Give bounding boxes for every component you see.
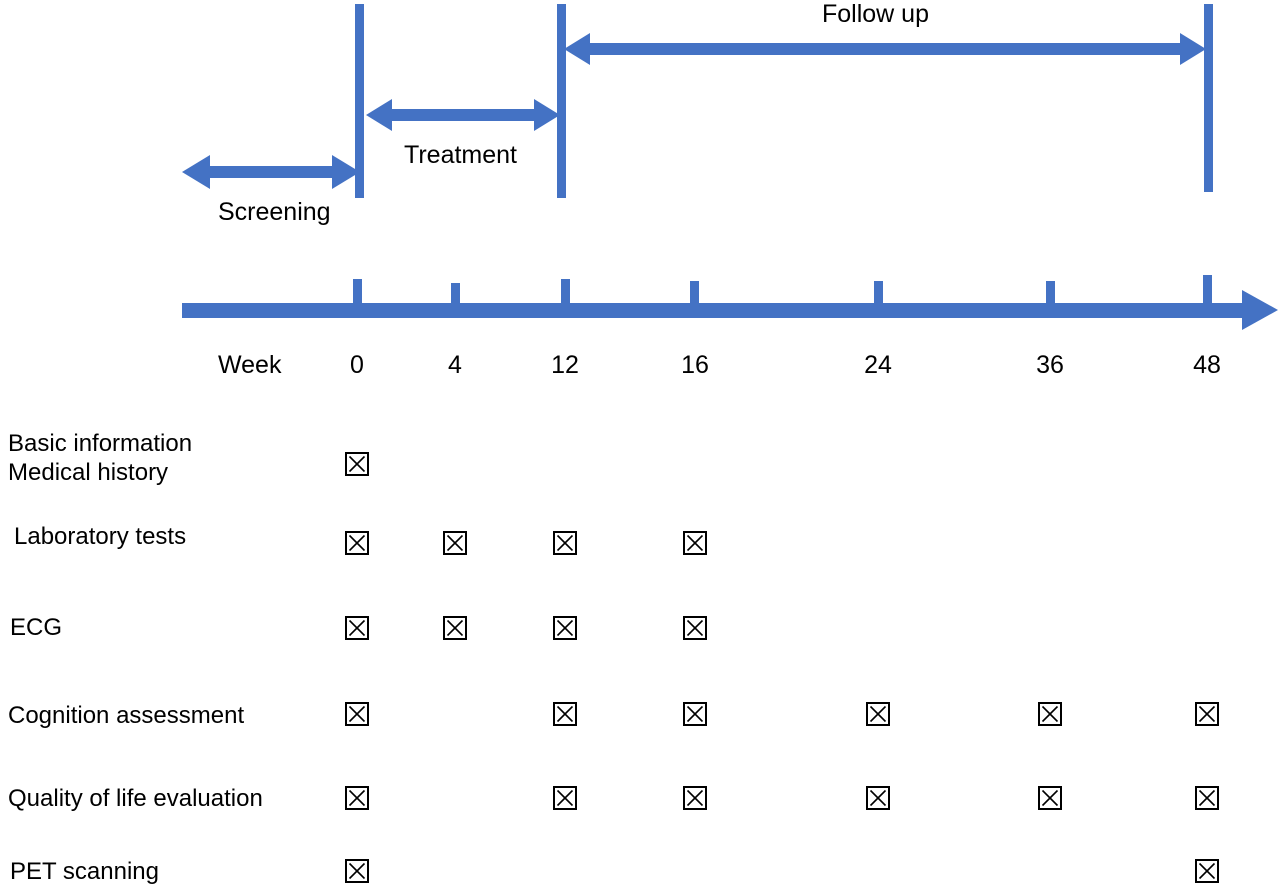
x-mark-icon — [686, 705, 704, 723]
x-mark-icon — [869, 789, 887, 807]
x-mark-icon — [556, 534, 574, 552]
checkbox-laboratory-tests-week-4[interactable] — [443, 531, 467, 555]
checkbox-cognition-assessment-week-16[interactable] — [683, 702, 707, 726]
checkbox-pet-scanning-week-0[interactable] — [345, 859, 369, 883]
checkbox-ecg-week-12[interactable] — [553, 616, 577, 640]
x-mark-icon — [1041, 789, 1059, 807]
row-label-cognition-assessment: Cognition assessment — [8, 702, 245, 729]
x-mark-icon — [556, 789, 574, 807]
x-mark-icon — [686, 534, 704, 552]
week-tick-label-4: 4 — [448, 351, 462, 379]
phase-label-treatment: Treatment — [404, 141, 518, 169]
x-mark-icon — [1198, 705, 1216, 723]
phase-label-screening: Screening — [218, 198, 331, 226]
checkbox-quality-of-life-evaluation-week-16[interactable] — [683, 786, 707, 810]
x-mark-icon — [869, 705, 887, 723]
tick-week-0 — [353, 279, 362, 305]
checkbox-quality-of-life-evaluation-week-24[interactable] — [866, 786, 890, 810]
x-mark-icon — [686, 789, 704, 807]
tick-week-16 — [690, 281, 699, 305]
week-12-milestone-bar — [557, 4, 566, 198]
tick-week-24 — [874, 281, 883, 305]
tick-week-36 — [1046, 281, 1055, 305]
row-label-laboratory-tests: Laboratory tests — [14, 523, 187, 550]
timeline-axis-label: Week — [218, 351, 282, 379]
tick-week-48 — [1203, 275, 1212, 305]
week-tick-label-16: 16 — [681, 351, 709, 379]
x-mark-icon — [348, 789, 366, 807]
x-mark-icon — [348, 862, 366, 880]
checkbox-ecg-week-0[interactable] — [345, 616, 369, 640]
x-mark-icon — [348, 705, 366, 723]
row-label-basic-information-medical-history: Basic information Medical history — [8, 430, 193, 486]
checkbox-cognition-assessment-week-0[interactable] — [345, 702, 369, 726]
checkbox-quality-of-life-evaluation-week-12[interactable] — [553, 786, 577, 810]
treatment-arrow — [366, 99, 560, 131]
timeline-axis — [182, 275, 1278, 330]
x-mark-icon — [1041, 705, 1059, 723]
checkbox-cognition-assessment-week-12[interactable] — [553, 702, 577, 726]
checkbox-quality-of-life-evaluation-week-36[interactable] — [1038, 786, 1062, 810]
checkbox-laboratory-tests-week-16[interactable] — [683, 531, 707, 555]
checkbox-ecg-week-4[interactable] — [443, 616, 467, 640]
checkbox-cognition-assessment-week-24[interactable] — [866, 702, 890, 726]
week-tick-label-36: 36 — [1036, 351, 1064, 379]
row-label-quality-of-life-evaluation: Quality of life evaluation — [8, 785, 263, 812]
week-tick-label-48: 48 — [1193, 351, 1221, 379]
x-mark-icon — [446, 534, 464, 552]
checkbox-cognition-assessment-week-48[interactable] — [1195, 702, 1219, 726]
tick-week-12 — [561, 279, 570, 305]
week-0-milestone-bar — [355, 4, 364, 198]
follow-up-arrow — [564, 33, 1206, 65]
checkbox-cognition-assessment-week-36[interactable] — [1038, 702, 1062, 726]
week-tick-label-0: 0 — [350, 351, 364, 379]
x-mark-icon — [348, 534, 366, 552]
x-mark-icon — [556, 619, 574, 637]
x-mark-icon — [446, 619, 464, 637]
checkbox-quality-of-life-evaluation-week-48[interactable] — [1195, 786, 1219, 810]
week-tick-label-12: 12 — [551, 351, 579, 379]
x-mark-icon — [556, 705, 574, 723]
week-tick-label-24: 24 — [864, 351, 892, 379]
checkbox-quality-of-life-evaluation-week-0[interactable] — [345, 786, 369, 810]
x-mark-icon — [1198, 789, 1216, 807]
checkbox-laboratory-tests-week-12[interactable] — [553, 531, 577, 555]
checkbox-pet-scanning-week-48[interactable] — [1195, 859, 1219, 883]
x-mark-icon — [1198, 862, 1216, 880]
tick-week-4 — [451, 283, 460, 305]
checkbox-ecg-week-16[interactable] — [683, 616, 707, 640]
row-label-pet-scanning: PET scanning — [10, 858, 159, 885]
phase-label-follow-up: Follow up — [822, 0, 929, 28]
screening-arrow — [182, 155, 360, 189]
row-label-ecg: ECG — [10, 614, 63, 641]
checkbox-basic-information-medical-history-week-0[interactable] — [345, 452, 369, 476]
week-48-milestone-bar — [1204, 4, 1213, 192]
checkbox-laboratory-tests-week-0[interactable] — [345, 531, 369, 555]
x-mark-icon — [348, 619, 366, 637]
x-mark-icon — [686, 619, 704, 637]
x-mark-icon — [348, 455, 366, 473]
